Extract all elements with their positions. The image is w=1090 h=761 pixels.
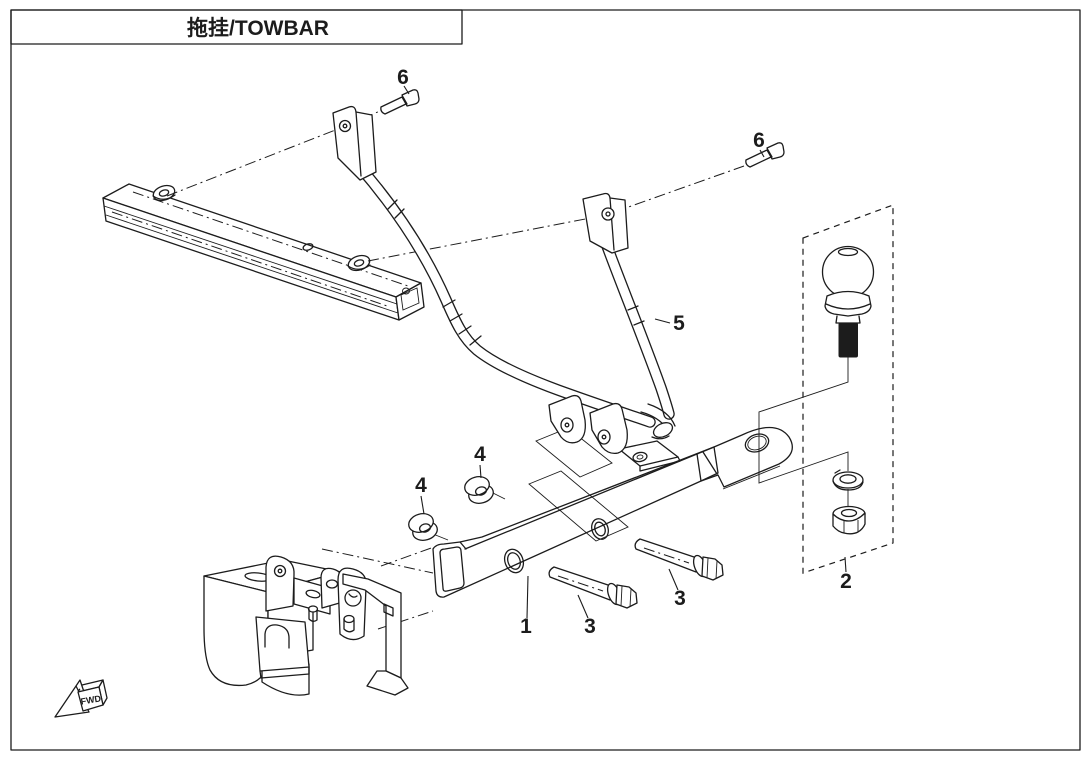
tube-end-cap: [652, 422, 674, 438]
callout-2: 2: [840, 570, 852, 593]
axis-line-right: [367, 165, 745, 262]
lock-washer: [832, 469, 864, 491]
towbar-beam: [432, 426, 793, 598]
hitch-ball-kit: [758, 204, 894, 574]
beam-boss-right: [347, 254, 371, 272]
fwd-arrow-tail: [77, 686, 104, 712]
ball-mount-hole: [744, 433, 770, 453]
flange-bolt: [548, 566, 638, 609]
receiver-bracket: [203, 555, 409, 696]
callout-4-left: 4: [415, 474, 427, 497]
page-title: 拖挂/TOWBAR: [187, 16, 329, 40]
flange-bolt-right: [634, 538, 724, 581]
tube-mount-tab-right: [589, 402, 628, 455]
assembly-projection-line: [758, 357, 849, 484]
projection-plane-lower: [528, 470, 629, 542]
spacer-washer: [408, 513, 438, 541]
beam-top-tab: [618, 440, 679, 467]
beam-small-hole: [302, 243, 314, 251]
callout-3-right: 3: [674, 587, 686, 610]
hex-nut: [832, 505, 866, 535]
fwd-label: FWD: [80, 693, 102, 706]
callout-6-left: 6: [397, 66, 409, 89]
tube-mount-tab-left: [548, 394, 586, 444]
callout-1: 1: [520, 615, 532, 638]
axis-washer-left: [380, 546, 435, 567]
callouts: 6 6 5 4 4 1 3 3 2: [397, 66, 852, 638]
mounting-bolt-right: [745, 142, 785, 168]
page-border: [10, 9, 1081, 751]
end-hole: [402, 287, 410, 295]
spacer-washer-right: [461, 473, 497, 507]
fwd-arrow: FWD: [54, 679, 108, 718]
callout-5: 5: [673, 312, 685, 335]
kit-dashed-box: [802, 204, 894, 574]
support-frame-tube: [353, 160, 676, 440]
callout-3-left: 3: [584, 615, 596, 638]
tube-bracket-right: [582, 192, 629, 254]
tube-bracket-left: [332, 105, 377, 181]
hitch-ball: [821, 245, 875, 358]
title-box: [10, 9, 463, 45]
mounting-bolt: [380, 89, 420, 115]
axis-receiver-upper: [321, 548, 434, 574]
cross-member-beam: [102, 183, 425, 321]
beam-boss-left: [152, 184, 176, 202]
callout-6-right: 6: [753, 129, 765, 152]
ball-threaded-stud: [838, 322, 858, 358]
callout-4-right: 4: [474, 443, 486, 466]
